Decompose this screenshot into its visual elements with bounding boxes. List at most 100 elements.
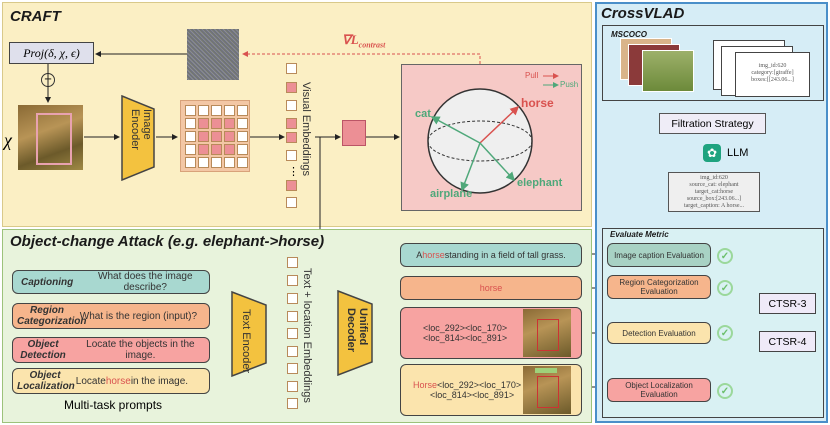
- feature-cell: [185, 157, 196, 168]
- annotation-line: img_id:620: [758, 63, 787, 69]
- feature-cell: [237, 131, 248, 142]
- legend-pull: Pull: [525, 71, 539, 80]
- feature-cell: [198, 105, 209, 116]
- crossvlad-title: CrossVLAD: [601, 5, 685, 22]
- label-elephant: elephant: [517, 177, 563, 189]
- localization-line: <loc_814><loc_891>: [430, 390, 515, 400]
- feature-cell: [211, 118, 222, 129]
- feature-cell: [224, 131, 235, 142]
- prompt-highlight: horse: [105, 375, 131, 387]
- feature-cell: [211, 144, 222, 155]
- feature-cell: [237, 157, 248, 168]
- llm-icon: ✿: [703, 144, 721, 162]
- feature-cell: [224, 144, 235, 155]
- output-localization: Horse<loc_292><loc_170><loc_814><loc_891…: [400, 364, 582, 416]
- check-icon: ✓: [717, 325, 733, 341]
- text-loc-label: Text + location Embeddings: [301, 268, 313, 403]
- detection-line: <loc_814><loc_891>: [423, 333, 508, 343]
- localization-line: <loc_292><loc_170>: [437, 380, 522, 390]
- output-line: target_caption: A horse...: [683, 203, 745, 209]
- feature-cell: [198, 144, 209, 155]
- mscoco-box: [602, 25, 824, 101]
- text-encoder-label: Text Encoder: [240, 309, 252, 374]
- eval-label: Object Localization Evaluation: [625, 381, 693, 399]
- annotation-line: boxes:[[243.06...]: [751, 77, 794, 83]
- feature-cell: [237, 144, 248, 155]
- prompt-localization: Object Localization Locate horse in the …: [12, 368, 210, 394]
- eval-region: Region Categorization Evaluation: [607, 275, 711, 299]
- filtration-label: Filtration Strategy: [671, 117, 754, 130]
- grad-sub: contrast: [358, 40, 386, 50]
- prompts-caption: Multi-task prompts: [64, 398, 163, 412]
- metric-ctsr4: CTSR-4: [759, 331, 816, 352]
- input-symbol: χ: [4, 130, 12, 150]
- label-airplane: airplane: [430, 188, 473, 200]
- prompt-region: Region Categorization What is the region…: [12, 303, 210, 329]
- feature-cell: [198, 157, 209, 168]
- prompt-detection: Object Detection Locate the objects in t…: [12, 337, 210, 363]
- elephant-image: [18, 105, 83, 170]
- prompt-text: What does the image describe?: [98, 271, 193, 293]
- annotation-line: category:[giraffe]: [751, 70, 794, 76]
- prompt-text: Locate: [75, 375, 106, 387]
- region-text: horse: [479, 283, 503, 293]
- feature-cell: [185, 144, 196, 155]
- unified-decoder: Unified Decoder: [337, 289, 373, 377]
- image-encoder-label: Image Encoder: [129, 109, 153, 150]
- metric-label: CTSR-4: [768, 335, 807, 348]
- noise-image: [187, 29, 239, 80]
- metric-label: CTSR-3: [768, 297, 807, 310]
- output-detection: <loc_292><loc_170><loc_814><loc_891>: [400, 307, 582, 359]
- task-label: Object Detection: [20, 339, 66, 361]
- feature-cell: [224, 105, 235, 116]
- feature-cell: [211, 131, 222, 142]
- prompt-text: Locate the objects in the image.: [86, 339, 195, 361]
- eval-detection: Detection Evaluation: [607, 322, 711, 344]
- prompt-text: in the image.: [130, 375, 189, 387]
- output-region: horse: [400, 276, 582, 300]
- grad-label: ∇Lcontrast: [342, 32, 385, 50]
- eval-caption: Image caption Evaluation: [607, 243, 711, 267]
- ellipsis: ⋮: [288, 166, 299, 178]
- caption-text: standing in a field of tall grass.: [444, 250, 566, 260]
- craft-title: CRAFT: [10, 8, 61, 25]
- output-line: target_cat:horse: [694, 189, 734, 195]
- metric-ctsr3: CTSR-3: [759, 293, 816, 314]
- label-cat: cat: [415, 108, 431, 120]
- check-icon: ✓: [717, 280, 733, 296]
- output-line: source_box:[243.06...]: [686, 196, 742, 202]
- proj-label: Proj(δ, χ, ϵ): [23, 45, 80, 60]
- text-encoder: Text Encoder: [231, 290, 267, 378]
- task-label: Region Categorization: [17, 305, 87, 327]
- attack-title: Object-change Attack (e.g. elephant->hor…: [10, 233, 325, 250]
- eval-localization: Object Localization Evaluation: [607, 378, 711, 402]
- legend-push: Push: [560, 80, 579, 89]
- filtration-box: Filtration Strategy: [659, 113, 766, 134]
- label-horse: horse: [521, 96, 554, 110]
- evaluate-title: Evaluate Metric: [610, 230, 669, 239]
- prompt-captioning: Captioning What does the image describe?: [12, 270, 210, 294]
- feature-cell: [198, 131, 209, 142]
- eval-label: Image caption Evaluation: [614, 250, 704, 260]
- output-line: img_id:620: [700, 175, 728, 181]
- giraffe-image: [642, 50, 694, 92]
- prompt-text: What is the region (input)?: [79, 310, 198, 322]
- caption-highlight: horse: [422, 250, 445, 260]
- feature-cell: [185, 118, 196, 129]
- eval-label: Region Categorization Evaluation: [619, 278, 699, 296]
- bbox: [36, 113, 72, 165]
- feature-cell: [237, 118, 248, 129]
- feature-cell: [185, 131, 196, 142]
- proj-box: Proj(δ, χ, ϵ): [9, 42, 94, 64]
- feature-cell: [211, 105, 222, 116]
- caption-text: A: [416, 250, 423, 260]
- detection-line: <loc_292><loc_170>: [423, 323, 508, 333]
- feature-cell: [198, 118, 209, 129]
- localization-image: [523, 366, 571, 414]
- localization-highlight: Horse: [413, 380, 438, 390]
- annotation-card: img_id:620 category:[giraffe] boxes:[[24…: [735, 52, 810, 97]
- feature-cell: [224, 157, 235, 168]
- llm-output-card: img_id:620 source_cat: elephant target_c…: [668, 172, 760, 212]
- feature-grid: [180, 100, 250, 172]
- check-icon: ✓: [717, 383, 733, 399]
